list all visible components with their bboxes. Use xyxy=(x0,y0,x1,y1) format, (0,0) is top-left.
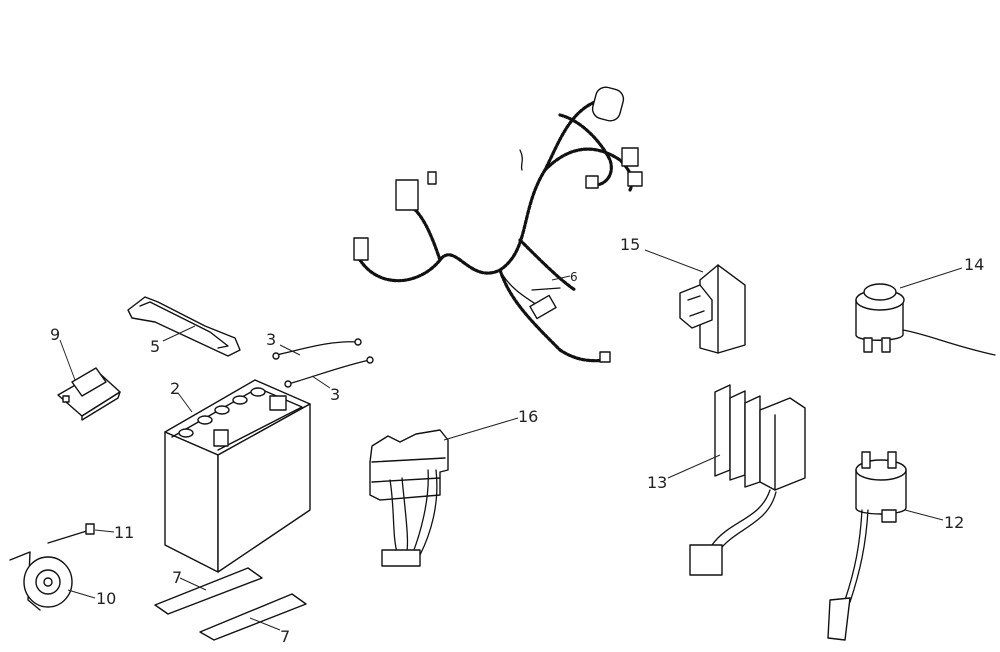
regulator-rectifier xyxy=(689,384,806,576)
battery xyxy=(164,379,311,573)
callout-6: 6 xyxy=(570,270,578,284)
callout-7-lower: 7 xyxy=(280,627,290,646)
wiring-harness xyxy=(353,86,643,363)
callout-3-upper: 3 xyxy=(266,330,276,349)
callout-labels: 2 3 3 5 6 7 7 9 10 11 12 13 14 15 16 xyxy=(50,235,984,646)
starter-relay xyxy=(679,264,746,354)
callout-14: 14 xyxy=(964,255,984,274)
callout-5: 5 xyxy=(150,337,160,356)
flasher-relay xyxy=(57,367,121,421)
battery-strap xyxy=(127,296,241,357)
battery-cables xyxy=(272,338,374,388)
leader-lines xyxy=(59,249,963,631)
callout-7-upper: 7 xyxy=(172,568,182,587)
fuse-block xyxy=(369,429,449,567)
callout-11: 11 xyxy=(114,523,134,542)
callout-9: 9 xyxy=(50,325,60,344)
battery-pads xyxy=(154,567,307,641)
callout-13: 13 xyxy=(647,473,667,492)
callout-3-lower: 3 xyxy=(330,385,340,404)
relay-14 xyxy=(855,283,996,356)
callout-15: 15 xyxy=(620,235,640,254)
callout-10: 10 xyxy=(96,589,116,608)
callout-16: 16 xyxy=(518,407,538,426)
horn-screw xyxy=(47,523,95,544)
ignition-coil xyxy=(827,451,907,641)
callout-2: 2 xyxy=(170,379,180,398)
horn xyxy=(9,551,73,611)
callout-12: 12 xyxy=(944,513,964,532)
